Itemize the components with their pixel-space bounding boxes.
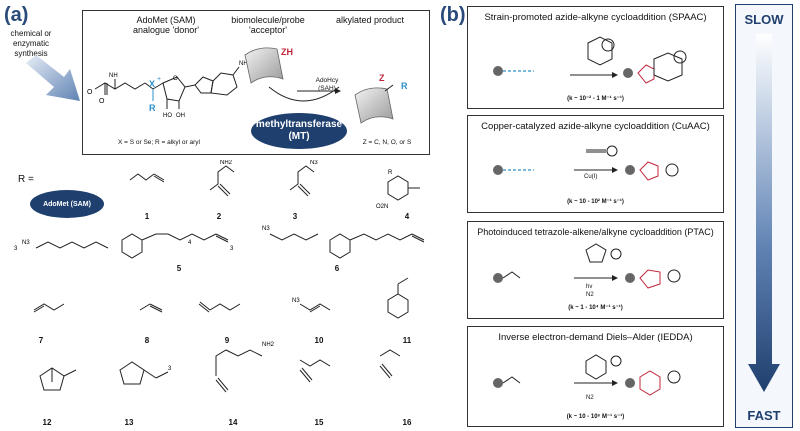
fast-label: FAST: [747, 408, 781, 423]
nh2-group-14: NH2: [262, 342, 275, 348]
reaction-box-iedda: Inverse electron-demand Diels–Alder (IED…: [467, 326, 724, 427]
cuaac-scheme: [493, 145, 679, 181]
reaction-title: Strain-promoted azide-alkyne cycloadditi…: [484, 12, 707, 23]
compound-number: 3: [292, 212, 298, 221]
no2-group: O2N: [376, 204, 388, 210]
acceptor-title: biomolecule/probe 'acceptor': [231, 15, 305, 35]
n3-group-5: N3: [22, 240, 30, 246]
donor-note: X = S or Se; R = alkyl or aryl: [117, 139, 200, 146]
acceptor-biomolecule-icon: [244, 47, 284, 84]
svg-text:HO: HO: [163, 113, 172, 119]
svg-text:NH: NH: [239, 61, 248, 67]
compound-number: 14: [228, 418, 238, 427]
compound-number: 16: [402, 418, 412, 427]
compound-number: 11: [402, 336, 412, 345]
compound-structures: NH2 N3 R O2N 3 N3 4 3 N3 N3 NH2 3: [14, 160, 425, 393]
compound-number: 4: [404, 212, 410, 221]
speed-arrow-icon: [748, 34, 780, 392]
n3-group-10: N3: [292, 298, 300, 304]
iedda-scheme: [493, 354, 681, 396]
reaction-title: Photoinduced tetrazole-alkene/alkyne cyc…: [477, 227, 714, 237]
slow-label: SLOW: [744, 12, 784, 27]
zh-label: ZH: [281, 47, 293, 57]
synthesis-arrow-icon: [26, 55, 80, 101]
byproduct-line2: (SAH): [318, 85, 336, 92]
product-title: alkylated product: [335, 15, 405, 25]
compound-number: 9: [224, 336, 230, 345]
compound-number: 8: [144, 336, 150, 345]
mt-reaction-box: AdoMet (SAM) analogue 'donor' biomolecul…: [82, 10, 430, 155]
reaction-box-ptac: Photoinduced tetrazole-alkene/alkyne cyc…: [467, 221, 724, 319]
reaction-rate: (k ~ 10 - 10² M⁻¹ s⁻¹): [567, 199, 624, 205]
spaac-scheme: [493, 36, 687, 84]
reaction-rate: (k ~ 10 - 10⁶ M⁻¹ s⁻¹): [566, 414, 625, 420]
x-atom: X: [149, 79, 155, 89]
enzyme-line2: (MT): [288, 131, 310, 142]
byproduct-line1: AdoHcy: [315, 77, 339, 84]
synthesis-note: chemical or enzymatic synthesis: [10, 29, 52, 58]
compound-number: 15: [314, 418, 324, 427]
three-13: 3: [168, 366, 172, 372]
compound-number: 6: [334, 264, 340, 273]
reaction-rate: (k ~ 10⁻² - 1 M⁻¹ s⁻¹): [567, 96, 624, 102]
enzyme-line1: methyltransferase: [255, 119, 343, 130]
svg-text:OH: OH: [176, 113, 185, 119]
r-equals-label: R =: [18, 174, 34, 185]
ptac-scheme: [493, 243, 681, 289]
compound-number: 10: [314, 336, 324, 345]
reaction-arrow-icon: [268, 86, 341, 102]
donor-title: AdoMet (SAM) analogue 'donor': [133, 15, 199, 35]
compound-number: 2: [216, 212, 222, 221]
nh2-group: NH2: [220, 160, 233, 166]
compound-number: 13: [124, 418, 134, 427]
reagent-label: hv: [586, 284, 593, 290]
r-sub-4: R: [388, 170, 393, 176]
z-label: Z: [379, 73, 385, 83]
svg-text:+: +: [157, 76, 161, 83]
reaction-box-spaac: Strain-promoted azide-alkyne cycloadditi…: [467, 6, 724, 109]
methyltransferase-badge: methyltransferase (MT): [251, 113, 347, 149]
adomet-badge: AdoMet (SAM): [30, 190, 104, 218]
reaction-box-cuaac: Copper-catalyzed azide-alkyne cycloaddit…: [467, 115, 724, 213]
three-5b: 3: [230, 246, 234, 252]
product-r-label: R: [401, 81, 408, 91]
n2-label: N2: [586, 292, 594, 298]
reagent-label: Cu(I): [584, 174, 598, 180]
four-5: 4: [188, 240, 192, 246]
compound-number: 12: [42, 418, 52, 427]
n3-group-6: N3: [262, 226, 270, 232]
svg-text:O: O: [173, 76, 178, 82]
n2-label: N2: [586, 395, 594, 401]
reaction-title: Inverse electron-demand Diels–Alder (IED…: [498, 332, 693, 343]
n3-group-3: N3: [310, 160, 318, 166]
panel-a-label: (a): [4, 4, 29, 26]
byproduct-label: AdoHcy (SAH): [307, 77, 347, 93]
compound-number: 5: [176, 264, 182, 273]
reaction-title: Copper-catalyzed azide-alkyne cycloaddit…: [481, 121, 710, 132]
panel-b-label: (b): [440, 4, 466, 26]
alkylated-product-icon: [354, 84, 394, 124]
adomet-analogue-structure: O NH O X + R O HO OH NH: [87, 61, 248, 119]
adomet-label: AdoMet (SAM): [43, 200, 91, 208]
product-note: Z = C, N, O, or S: [362, 139, 412, 146]
svg-text:O: O: [99, 98, 105, 105]
r-group: R: [149, 103, 156, 113]
compound-number: 1: [144, 212, 150, 221]
reaction-rate: (k ~ 1 - 10⁴ M⁻¹ s⁻¹): [568, 305, 623, 311]
compound-number: 7: [38, 336, 44, 345]
svg-text:O: O: [87, 89, 93, 96]
svg-text:NH: NH: [109, 73, 118, 79]
three-5: 3: [14, 246, 18, 252]
